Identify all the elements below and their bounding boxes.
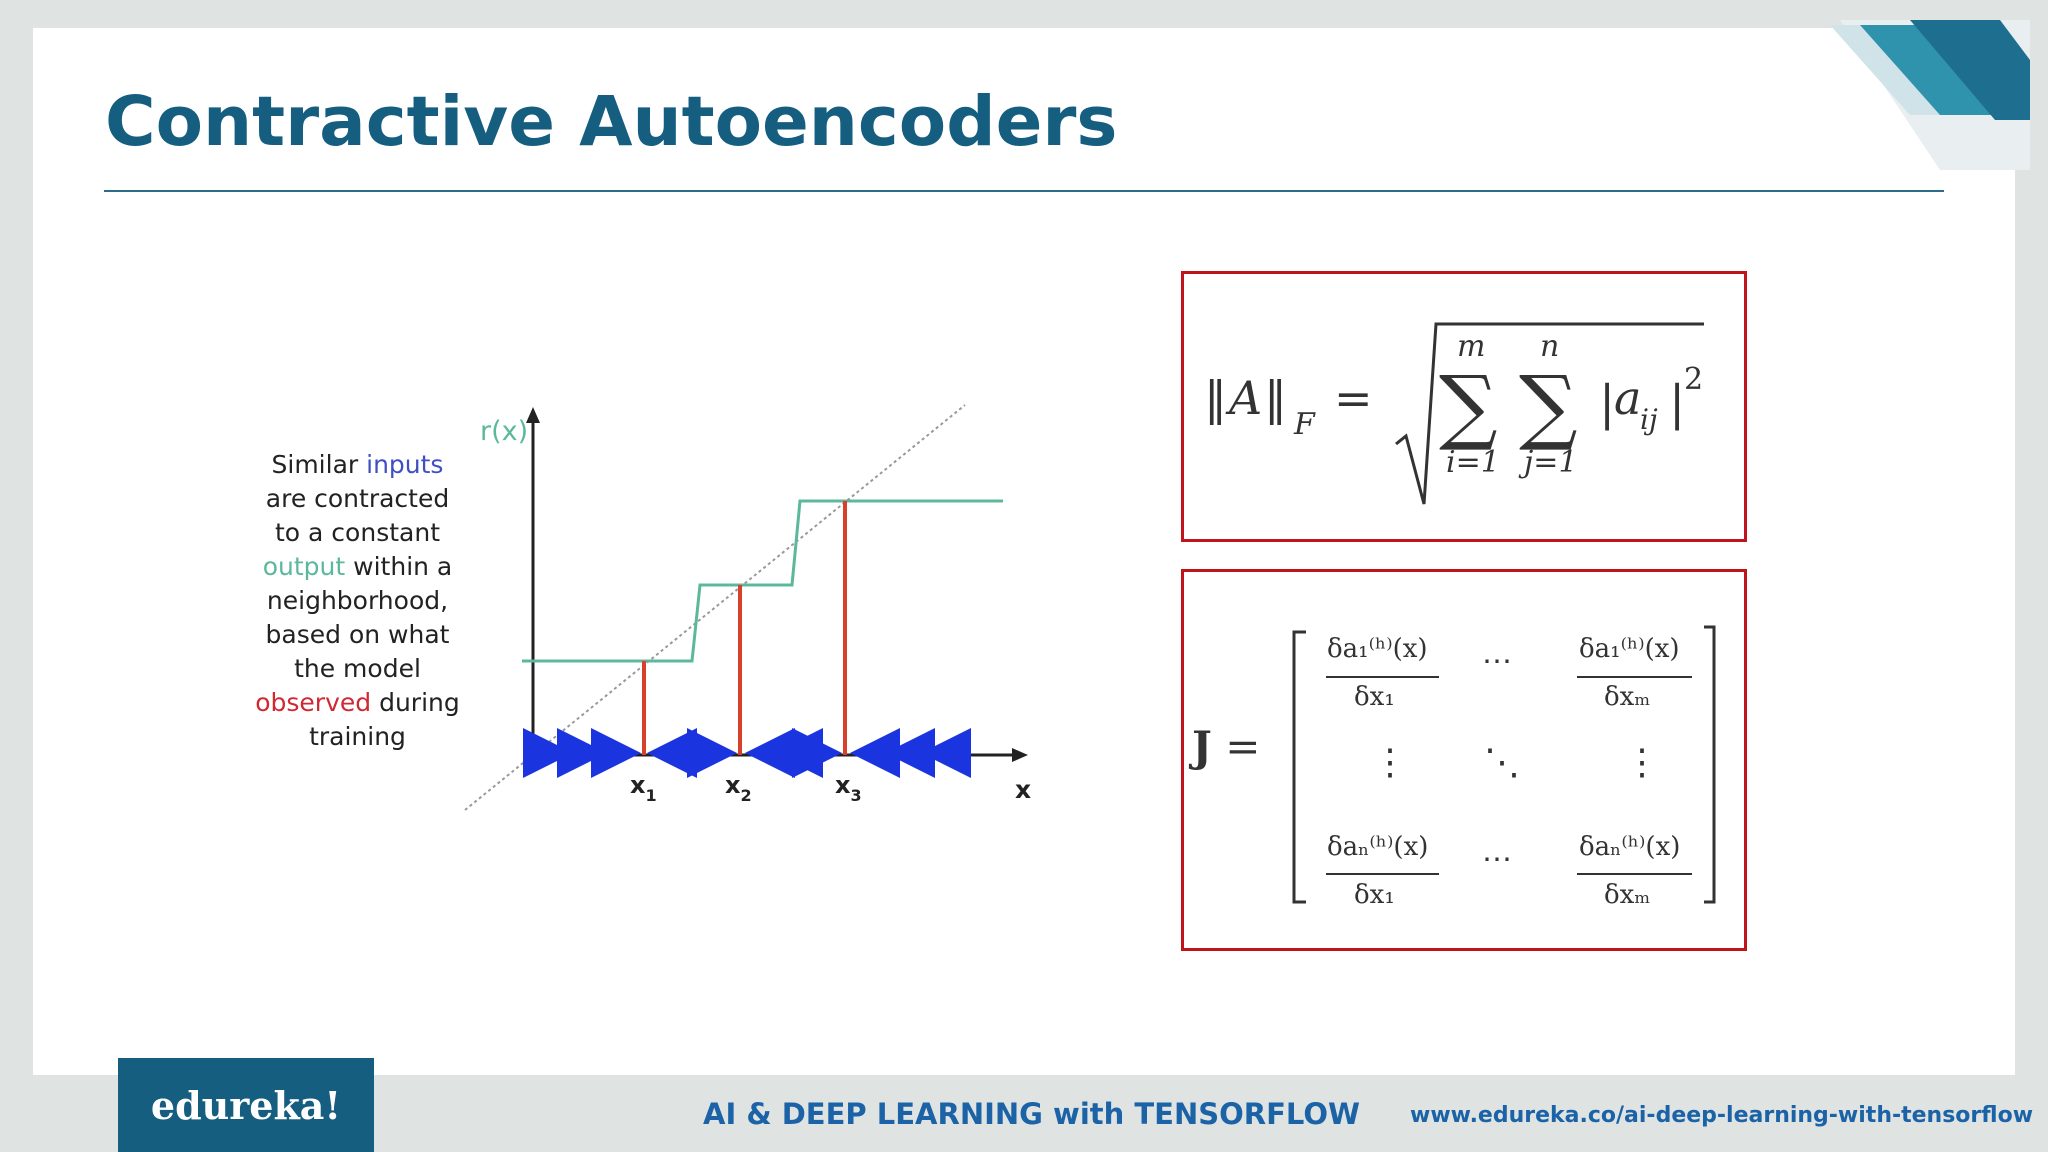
row-n-ellipsis: ⋯ (1482, 842, 1512, 877)
x-tick-subscript: 1 (645, 786, 656, 805)
y-axis-label: r(x) (480, 416, 528, 447)
svg-text:|: | (1669, 375, 1685, 431)
cell-nm-numerator: δaₙ⁽ʰ⁾(x) (1579, 832, 1681, 862)
x-tick-x2: x2 (725, 771, 752, 805)
cell-11-numerator: δa₁⁽ʰ⁾(x) (1327, 634, 1428, 664)
sum-j-upper: n (1540, 329, 1559, 364)
jacobian-J: J (1192, 722, 1212, 771)
vdots-left: ⋮ (1372, 742, 1408, 783)
x-tick-x1: x1 (630, 771, 657, 805)
caption-output: output (262, 552, 346, 581)
x-tick-subscript: 3 (850, 786, 861, 805)
corner-decoration (1830, 20, 2030, 170)
caption-text: neighborhood, (266, 586, 449, 615)
sum-i: ∑ (1439, 359, 1498, 454)
cell-1m-numerator: δa₁⁽ʰ⁾(x) (1579, 634, 1680, 664)
cell-nm-denominator: δxₘ (1604, 880, 1651, 910)
x-tick-label: x (630, 771, 646, 799)
sum-i-upper: m (1457, 329, 1485, 364)
sum-i-lower: i=1 (1446, 445, 1500, 480)
vdots-right: ⋮ (1624, 742, 1660, 783)
caption-text: are contracted (265, 484, 450, 513)
cell-1m-denominator: δxₘ (1604, 682, 1651, 712)
caption-observed: observed (255, 688, 372, 717)
caption-text: during (371, 688, 460, 717)
x-tick-label: x (725, 771, 741, 799)
exponent: 2 (1684, 362, 1703, 397)
diagonal-identity-line (464, 404, 966, 811)
element-a: a (1614, 371, 1641, 425)
graph-caption: Similar inputs are contracted to a const… (250, 448, 465, 754)
caption-text: the model (294, 654, 421, 683)
contraction-graph: r(x) x x1 x2 x3 (464, 404, 1031, 811)
caption-inputs: inputs (366, 450, 444, 479)
title-underline (104, 190, 1944, 192)
course-url[interactable]: www.edureka.co/ai-deep-learning-with-ten… (1410, 1103, 2034, 1128)
sum-j: ∑ (1519, 359, 1578, 454)
jacobian-lhs: J = (1192, 722, 1261, 771)
element-subscript: ij (1640, 403, 1658, 436)
edureka-logo[interactable]: edureka! (118, 1058, 374, 1152)
svg-text:|: | (1599, 375, 1615, 431)
subscript-F: F (1293, 407, 1316, 442)
frobenius-norm-box: ‖ A ‖ F = ∑ m i=1 ∑ n j=1 | a ij | 2 (1181, 271, 1747, 542)
matrix-A: A (1225, 371, 1262, 425)
equals-sign: = (1334, 371, 1373, 425)
caption-text: Similar (271, 450, 367, 479)
x-axis-label: x (1015, 775, 1031, 804)
caption-text: training (309, 722, 406, 751)
slide-title: Contractive Autoencoders (105, 82, 1118, 162)
jacobian-brackets (1292, 625, 1716, 904)
step-function (522, 499, 1003, 663)
cell-n1-numerator: δaₙ⁽ʰ⁾(x) (1327, 832, 1429, 862)
caption-text: to a constant (275, 518, 440, 547)
frobenius-formula: ‖ A ‖ F = ∑ m i=1 ∑ n j=1 | a ij | 2 (1204, 322, 1704, 505)
x-tick-x3: x3 (835, 771, 862, 805)
x-tick-subscript: 2 (740, 786, 751, 805)
caption-text: within a (345, 552, 453, 581)
sum-j-lower: j=1 (1518, 445, 1578, 480)
x-tick-label: x (835, 771, 851, 799)
cell-11-denominator: δx₁ (1354, 682, 1395, 712)
x-axis-arrowhead (1012, 748, 1028, 762)
radical-sign (1395, 322, 1704, 505)
course-title: AI & DEEP LEARNING with TENSORFLOW (703, 1097, 1361, 1131)
svg-text:‖: ‖ (1264, 371, 1287, 425)
cell-n1-denominator: δx₁ (1354, 880, 1395, 910)
jacobian-box: J = δa₁⁽ʰ⁾(x) δx₁ ⋯ δa₁⁽ʰ⁾(x) δxₘ ⋮ ⋱ ⋮ … (1181, 569, 1747, 951)
ddots: ⋱ (1484, 742, 1520, 783)
y-axis-arrowhead (526, 407, 540, 423)
row1-ellipsis: ⋯ (1482, 644, 1512, 679)
caption-text: based on what (265, 620, 450, 649)
svg-text:‖: ‖ (1204, 371, 1227, 425)
